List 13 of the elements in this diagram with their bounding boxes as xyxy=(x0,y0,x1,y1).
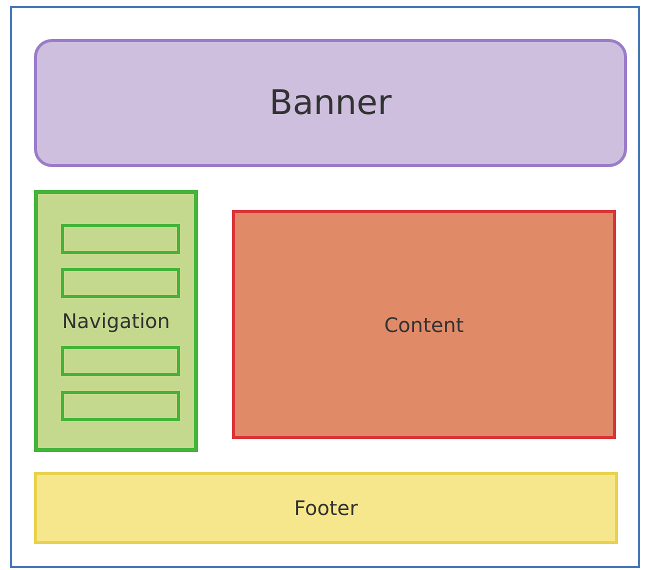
menu-item-placeholder xyxy=(61,268,180,298)
menu-item-placeholder xyxy=(61,391,180,421)
panel-label: Footer xyxy=(294,496,358,520)
panel-label: Navigation xyxy=(62,309,170,333)
panel-label: Banner xyxy=(269,83,392,123)
footer-panel xyxy=(34,472,618,544)
content-panel xyxy=(232,210,616,439)
navigation-panel xyxy=(34,190,198,452)
banner-panel xyxy=(34,39,627,167)
menu-item-placeholder xyxy=(61,224,180,254)
menu-item-placeholder xyxy=(61,346,180,376)
page-frame xyxy=(10,6,640,568)
panel-label: Content xyxy=(384,312,464,336)
